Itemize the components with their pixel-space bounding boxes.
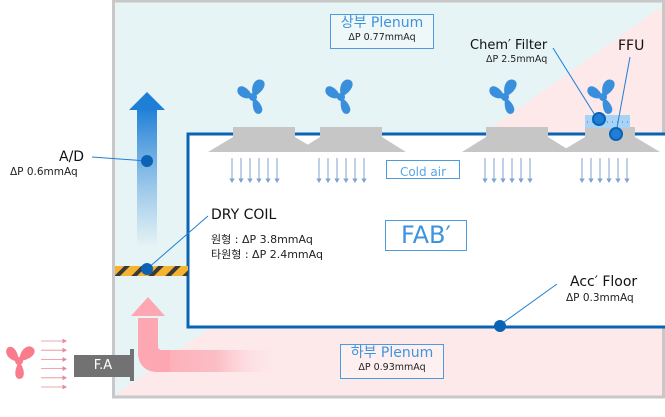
arrow-down-icon [597, 158, 603, 183]
diffuser-3 [462, 127, 572, 152]
arrow-right-icon [41, 375, 68, 381]
arrow-down-icon [588, 158, 594, 183]
arrow-down-icon [352, 158, 358, 183]
arrow-up-icon [131, 297, 280, 372]
arrow-right-icon [41, 347, 68, 353]
diffuser-2 [296, 127, 406, 152]
arrow-down-icon [491, 158, 497, 183]
lower-plenum-dp: ΔP 0.93mmAq [358, 362, 426, 373]
acc-floor-title: Acc′ Floor [570, 274, 638, 290]
arrow-down-icon [343, 158, 349, 183]
arrow-down-icon [518, 158, 524, 183]
arrow-down-icon [274, 158, 280, 183]
arrow-down-icon [238, 158, 244, 183]
arrow-down-icon [527, 158, 533, 183]
upper-plenum-title: 상부 Plenum [340, 15, 424, 31]
arrow-down-icon [265, 158, 271, 183]
ffu-marker [609, 127, 623, 141]
ad-marker [141, 155, 153, 167]
arrow-down-icon [606, 158, 612, 183]
diffuser-1 [208, 127, 320, 152]
dry-coil-leader-line [146, 215, 209, 270]
arrow-up-icon [129, 92, 165, 248]
chem-filter-marker [592, 112, 606, 126]
fa-duct-flange [130, 349, 134, 381]
ad-title: A/D [59, 149, 85, 165]
arrow-down-icon [325, 158, 331, 183]
acc-floor-dp: ΔP 0.3mmAq [566, 292, 634, 304]
arrow-right-icon [41, 384, 68, 390]
upper-plenum-label: 상부 Plenum ΔP 0.77mmAq [330, 14, 434, 49]
fab-title: FAB′ [401, 221, 451, 249]
arrow-down-icon [509, 158, 515, 183]
dry-coil-marker [141, 263, 153, 275]
dry-coil-title: DRY COIL [211, 207, 277, 223]
arrow-down-icon [334, 158, 340, 183]
fresh-air-arrows [41, 338, 68, 390]
arrow-right-icon [41, 356, 68, 362]
lower-plenum-title: 하부 Plenum [350, 345, 434, 361]
arrow-down-icon [579, 158, 585, 183]
arrow-down-icon [229, 158, 235, 183]
arrow-down-icon [247, 158, 253, 183]
chem-filter-leader-line [552, 47, 599, 121]
fresh-air-label: F.A [93, 358, 113, 373]
fan-icon [0, 339, 36, 383]
ffu-title: FFU [618, 38, 645, 54]
ffu-leader-line [615, 56, 631, 134]
fab-label: FAB′ [385, 220, 467, 251]
cold-air-text: Cold air [399, 165, 447, 179]
cold-air-label: Cold air [386, 160, 460, 179]
acc-floor-marker [494, 320, 506, 332]
lower-plenum-label: 하부 Plenum ΔP 0.93mmAq [340, 344, 444, 379]
acc-floor-leader-line [499, 283, 558, 326]
arrow-down-icon [256, 158, 262, 183]
arrow-down-icon [615, 158, 621, 183]
ad-dp: ΔP 0.6mmAq [10, 166, 78, 178]
chem-filter-title: Chem′ Filter [470, 38, 548, 53]
cold-air-arrows [229, 158, 630, 183]
arrow-down-icon [624, 158, 630, 183]
dry-coil-round-dp: 원형 : ΔP 3.8mmAq [211, 233, 313, 246]
arrow-down-icon [361, 158, 367, 183]
dry-coil-oval-dp: 타원형 : ΔP 2.4mmAq [211, 248, 323, 261]
arrow-down-icon [316, 158, 322, 183]
arrow-right-icon [41, 338, 68, 344]
arrow-down-icon [482, 158, 488, 183]
upper-plenum-dp: ΔP 0.77mmAq [348, 32, 416, 43]
fresh-air-duct: F.A [74, 355, 132, 377]
chem-filter-dp: ΔP 2.5mmAq [486, 54, 548, 65]
ad-leader-line [91, 156, 148, 162]
arrow-down-icon [500, 158, 506, 183]
arrow-right-icon [41, 366, 68, 372]
